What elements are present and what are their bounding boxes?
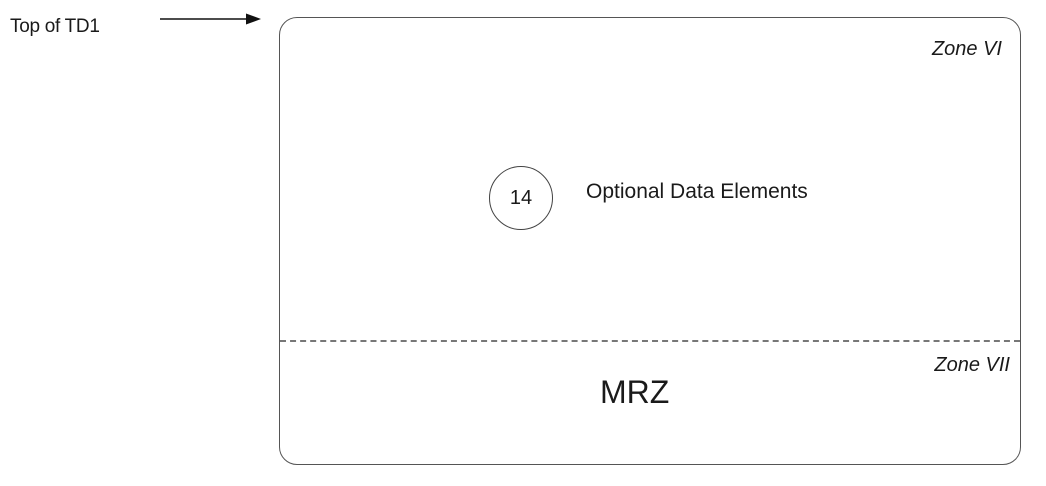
- zone-divider: [280, 340, 1020, 342]
- mrz-label: MRZ: [600, 374, 670, 410]
- zone-vii-label: Zone VII: [934, 354, 1010, 376]
- optional-data-elements-label: Optional Data Elements: [586, 180, 808, 203]
- element-number-circle: 14: [489, 166, 553, 230]
- pointer-arrow-icon: [160, 13, 261, 25]
- td1-card-outline: Zone VI 14 Optional Data Elements Zone V…: [279, 17, 1021, 465]
- zone-vi-label: Zone VI: [931, 38, 1002, 60]
- top-of-td1-label: Top of TD1: [10, 16, 100, 37]
- element-number: 14: [509, 186, 533, 209]
